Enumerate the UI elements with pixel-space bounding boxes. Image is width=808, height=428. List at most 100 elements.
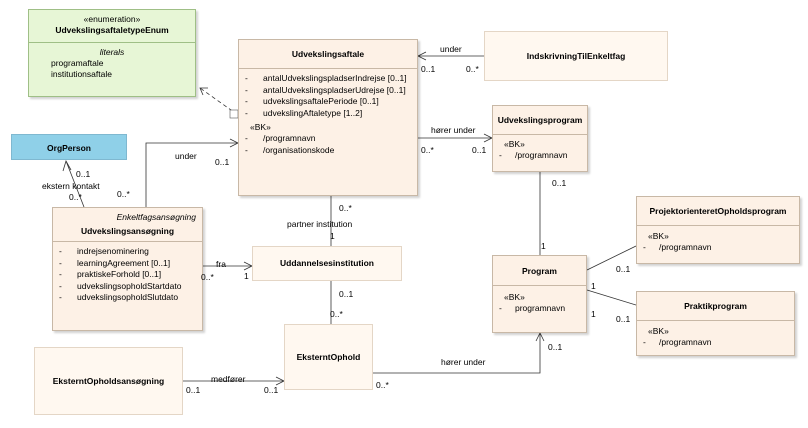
visibility-marker: - xyxy=(59,269,62,279)
praktikprogram-name: Praktikprogram xyxy=(684,301,747,311)
enum-literal: institutionsaftale xyxy=(51,69,112,79)
class-projektorienteret[interactable]: ProjektorienteretOpholdsprogram «BK» - /p… xyxy=(636,196,800,264)
attr-text: praktiskeForhold [0..1] xyxy=(77,269,162,279)
attr-text: antalUdvekslingspladserUdrejse [0..1] xyxy=(263,84,406,95)
program-name: Program xyxy=(522,266,557,276)
multiplicity-label: 1 xyxy=(330,231,335,241)
multiplicity-label: 0..1 xyxy=(264,385,279,395)
attr-text: udvekslingsaftalePeriode [0..1] xyxy=(263,96,379,106)
line-ansoegning-aftale xyxy=(145,142,238,207)
multiplicity-label: 1 xyxy=(244,271,249,281)
visibility-marker: - xyxy=(245,73,248,83)
multiplicity-label: 0..* xyxy=(466,64,479,74)
multiplicity-label: 0..1 xyxy=(548,342,563,352)
bk-stereotype: «BK» xyxy=(504,292,525,302)
visibility-marker: - xyxy=(499,303,502,313)
multiplicity-label: 0..1 xyxy=(552,178,567,188)
class-udvekslingsprogram[interactable]: Udvekslingsprogram «BK» - /programnavn xyxy=(492,105,588,172)
multiplicity-label: 0..1 xyxy=(472,145,487,155)
visibility-marker: - xyxy=(643,337,646,347)
multiplicity-label: 0..* xyxy=(339,203,352,213)
multiplicity-label: 1 xyxy=(591,309,596,319)
udvekslingsprogram-name: Udvekslingsprogram xyxy=(497,115,583,125)
line-program-praktik xyxy=(586,289,637,306)
visibility-marker: - xyxy=(499,150,502,160)
attr-text: udvekslingsopholdStartdato xyxy=(77,280,182,291)
visibility-marker: - xyxy=(59,246,62,256)
bk-stereotype: «BK» xyxy=(504,139,525,149)
multiplicity-label: 0..* xyxy=(117,189,130,199)
attr-row: - programnavn xyxy=(493,303,586,315)
program-attrs: «BK» - programnavn xyxy=(493,285,586,315)
attr-row: - /programnavn xyxy=(637,242,799,254)
assoc-label: fra xyxy=(216,259,226,269)
arrow-aftale-enum-dependency xyxy=(199,87,208,96)
class-indskrivning[interactable]: IndskrivningTilEnkeltfag xyxy=(484,31,668,81)
attr-text: programnavn xyxy=(515,303,566,313)
bk-stereotype: «BK» xyxy=(648,231,669,241)
class-udvekslingsaftale[interactable]: Udvekslingsaftale -antalUdvekslingsplads… xyxy=(238,39,418,196)
line-ophold-program xyxy=(373,333,541,374)
arrow-ansoegning-orgperson xyxy=(62,159,72,172)
visibility-marker: - xyxy=(245,144,248,155)
multiplicity-label: 1 xyxy=(591,281,596,291)
multiplicity-label: 0..* xyxy=(201,272,214,282)
visibility-marker: - xyxy=(59,280,62,291)
multiplicity-label: 0..1 xyxy=(76,169,91,179)
attr-row: -udvekslingsaftalePeriode [0..1] xyxy=(239,96,417,108)
assoc-label: under xyxy=(175,151,197,161)
visibility-marker: - xyxy=(643,242,646,252)
class-eksternopholdsansoegning[interactable]: EksterntOpholdsansøgning xyxy=(34,347,183,415)
visibility-marker: - xyxy=(245,84,248,95)
bk-stereotype: «BK» xyxy=(250,122,271,132)
attr-row: -/programnavn xyxy=(637,337,794,349)
enum-name: UdvekslingsaftaletypeEnum xyxy=(55,25,169,35)
assoc-label: partner institution xyxy=(287,219,353,229)
udvekslingsprogram-attrs: «BK» - /programnavn xyxy=(493,134,587,162)
enum-udvekslingsaftaletype[interactable]: «enumeration» UdvekslingsaftaletypeEnum … xyxy=(28,9,196,97)
udvekslingsansoegning-name: Udvekslingsansøgning xyxy=(80,226,175,236)
eksterntophold-name: EksterntOphold xyxy=(296,352,361,362)
praktikprogram-attrs: «BK» -/programnavn xyxy=(637,320,794,349)
link-icon xyxy=(229,109,239,119)
attr-row: - /programnavn xyxy=(493,150,587,162)
attr-text: udvekslingsopholdSlutdato xyxy=(77,292,179,302)
attr-text: /programnavn xyxy=(659,242,712,252)
arrow-indskrivning-aftale xyxy=(417,51,427,61)
multiplicity-label: 0..* xyxy=(421,145,434,155)
udvekslingsansoegning-stereotype: Enkeltfagsansøgning xyxy=(116,212,196,222)
line-ansoegning-orgperson xyxy=(65,160,85,208)
class-praktikprogram[interactable]: Praktikprogram «BK» -/programnavn xyxy=(636,291,795,356)
multiplicity-label: 0..* xyxy=(330,309,343,319)
class-orgperson[interactable]: OrgPerson xyxy=(11,134,127,160)
multiplicity-label: 0..1 xyxy=(339,289,354,299)
attr-text: /programnavn xyxy=(515,150,568,160)
multiplicity-label: 0..1 xyxy=(186,385,201,395)
assoc-label: ekstern kontakt xyxy=(42,181,100,191)
class-program[interactable]: Program «BK» - programnavn xyxy=(492,255,587,333)
udvekslingsaftale-name: Udvekslingsaftale xyxy=(291,49,365,59)
projektorienteret-attrs: «BK» - /programnavn xyxy=(637,225,799,254)
enum-literal: programaftale xyxy=(51,58,104,68)
attr-row: -/organisationskode xyxy=(239,145,417,157)
attr-row: -udvekslingAftaletype [1..2] xyxy=(239,108,417,120)
uddannelsesinstitution-name: Uddannelsesinstitution xyxy=(280,258,374,268)
projektorienteret-name: ProjektorienteretOpholdsprogram xyxy=(649,206,787,216)
visibility-marker: - xyxy=(245,107,248,118)
bk-stereotype: «BK» xyxy=(648,326,669,336)
line-program-projekt xyxy=(586,245,637,271)
class-eksterntophold[interactable]: EksterntOphold xyxy=(284,324,373,390)
udvekslingsaftale-attrs: -antalUdvekslingspladserIndrejse [0..1] … xyxy=(239,68,417,156)
attr-row: -antalUdvekslingspladserIndrejse [0..1] xyxy=(239,73,417,85)
multiplicity-label: 0..1 xyxy=(215,157,230,167)
multiplicity-label: 0..* xyxy=(69,192,82,202)
visibility-marker: - xyxy=(59,257,62,268)
attr-row: -learningAgreement [0..1] xyxy=(53,258,202,270)
attr-row: - indrejsenominering xyxy=(53,246,202,258)
class-udvekslingsansoegning[interactable]: Enkeltfagsansøgning Udvekslingsansøgning… xyxy=(52,207,203,331)
attr-text: indrejsenominering xyxy=(77,246,149,256)
arrow-ophold-program xyxy=(535,332,545,342)
assoc-label: under xyxy=(440,44,462,54)
class-uddannelsesinstitution[interactable]: Uddannelsesinstitution xyxy=(252,246,402,281)
multiplicity-label: 0..1 xyxy=(616,314,631,324)
